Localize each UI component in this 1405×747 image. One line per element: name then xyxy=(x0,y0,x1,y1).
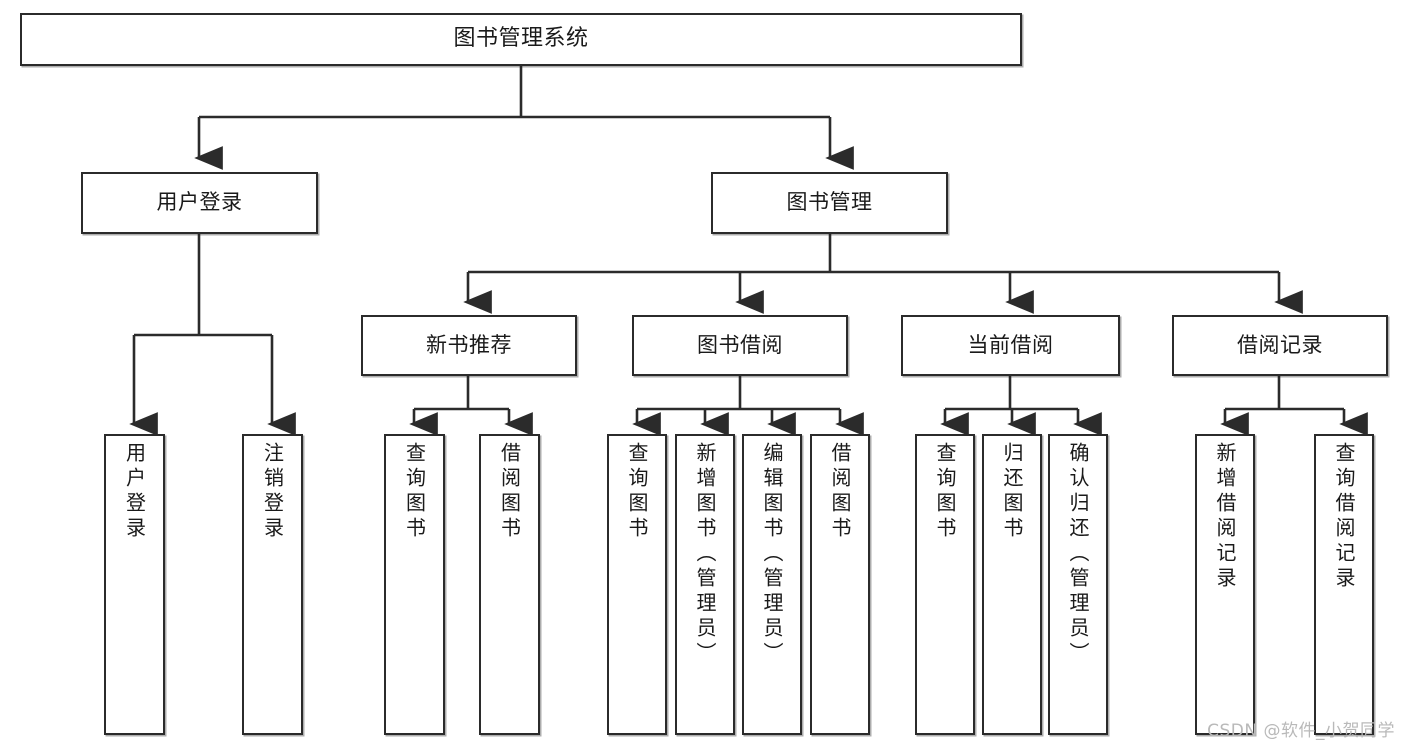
node-current-borrow[interactable]: 当前借阅 xyxy=(901,315,1120,376)
node-label: 查询图书 xyxy=(402,442,427,542)
leaf-query-borrow-record[interactable]: 查询借阅记录 xyxy=(1314,434,1374,735)
leaf-add-book-admin[interactable]: 新增图书（管理员） xyxy=(675,434,735,735)
leaf-borrow-book-borrow[interactable]: 借阅图书 xyxy=(810,434,870,735)
leaf-user-login[interactable]: 用户登录 xyxy=(104,434,165,735)
node-label: 新增借阅记录 xyxy=(1213,442,1237,592)
node-label: 当前借阅 xyxy=(967,332,1054,357)
leaf-query-book-borrow[interactable]: 查询图书 xyxy=(607,434,667,735)
leaf-add-borrow-record[interactable]: 新增借阅记录 xyxy=(1195,434,1255,735)
node-new-book-recommend[interactable]: 新书推荐 xyxy=(361,315,577,376)
watermark: CSDN @软件_小贺同学 xyxy=(1207,721,1395,741)
node-book-borrow[interactable]: 图书借阅 xyxy=(632,315,848,376)
leaf-confirm-return-admin[interactable]: 确认归还（管理员） xyxy=(1048,434,1108,735)
node-label: 新增图书（管理员） xyxy=(693,442,717,667)
node-root-book-management-system[interactable]: 图书管理系统 xyxy=(20,13,1022,66)
node-label: 确认归还（管理员） xyxy=(1066,442,1090,667)
leaf-query-book-new-book[interactable]: 查询图书 xyxy=(384,434,445,735)
node-label: 用户登录 xyxy=(156,190,243,215)
node-label: 查询图书 xyxy=(933,442,957,542)
node-label: 借阅记录 xyxy=(1237,332,1323,357)
node-label: 编辑图书（管理员） xyxy=(760,442,784,667)
node-label: 归还图书 xyxy=(1000,442,1024,542)
node-label: 用户登录 xyxy=(122,442,147,542)
node-label: 图书借阅 xyxy=(697,332,783,357)
node-label: 注销登录 xyxy=(260,442,285,542)
node-label: 图书管理系统 xyxy=(453,26,589,52)
node-label: 新书推荐 xyxy=(426,332,512,357)
leaf-return-book[interactable]: 归还图书 xyxy=(982,434,1042,735)
node-label: 借阅图书 xyxy=(497,442,522,542)
node-label: 查询借阅记录 xyxy=(1332,442,1356,592)
node-user-login[interactable]: 用户登录 xyxy=(81,172,318,234)
node-borrow-record[interactable]: 借阅记录 xyxy=(1172,315,1388,376)
node-label: 图书管理 xyxy=(786,190,873,215)
node-book-management[interactable]: 图书管理 xyxy=(711,172,948,234)
node-label: 借阅图书 xyxy=(828,442,852,542)
leaf-edit-book-admin[interactable]: 编辑图书（管理员） xyxy=(742,434,802,735)
leaf-user-logout[interactable]: 注销登录 xyxy=(242,434,303,735)
node-label: 查询图书 xyxy=(625,442,649,542)
leaf-borrow-book-new-book[interactable]: 借阅图书 xyxy=(479,434,540,735)
leaf-query-book-current[interactable]: 查询图书 xyxy=(915,434,975,735)
